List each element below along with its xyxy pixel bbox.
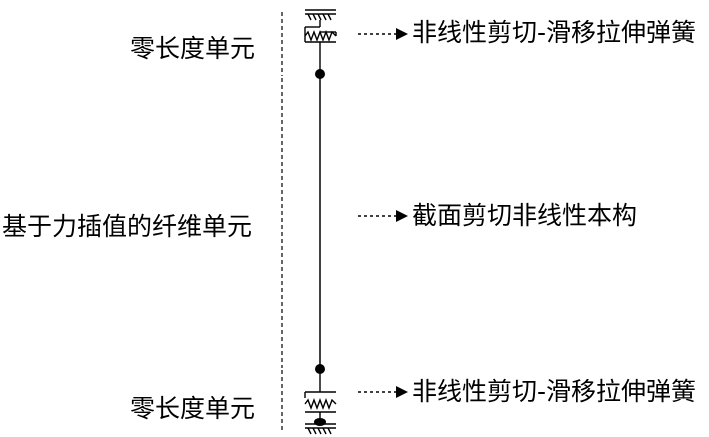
arrow-section xyxy=(358,210,408,222)
annotation-bottom-spring: 非线性剪切-滑移拉伸弹簧 xyxy=(412,377,697,406)
label-top-zero-length-element: 零长度单元 xyxy=(130,34,256,63)
arrow-bottom-spring xyxy=(358,386,408,398)
bottom-spring xyxy=(304,369,337,420)
top-spring xyxy=(304,20,337,70)
annotation-section-constitutive: 截面剪切非线性本构 xyxy=(412,201,638,230)
top-fixed-support xyxy=(305,9,336,21)
bottom-fixed-support xyxy=(305,423,336,435)
bottom-support-node xyxy=(314,418,326,426)
arrow-top-spring xyxy=(358,28,408,40)
label-bottom-zero-length-element: 零长度单元 xyxy=(130,394,256,423)
annotation-top-spring: 非线性剪切-滑移拉伸弹簧 xyxy=(412,18,697,47)
label-force-based-fiber-element: 基于力插值的纤维单元 xyxy=(2,212,253,241)
